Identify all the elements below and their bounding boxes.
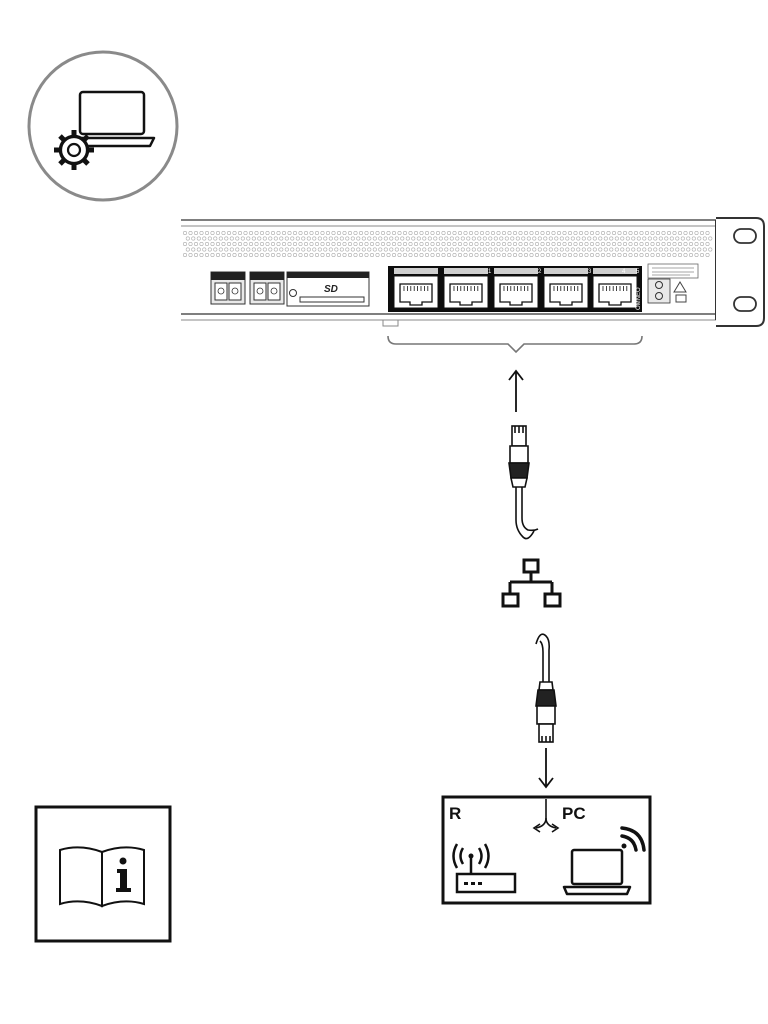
arrow-up-icon	[508, 369, 524, 412]
ethernet-port-5	[592, 268, 638, 309]
sd-card-slot: SD	[286, 271, 370, 307]
ethernet-cable-upper	[508, 425, 539, 540]
network-topology-icon	[501, 558, 562, 608]
ethernet-port-4	[543, 268, 589, 309]
wireless-router-icon	[452, 843, 517, 894]
ethernet-port-bank: 1 2 3 4 5 OMNEO	[388, 266, 642, 312]
branch-arrow-icon	[532, 799, 560, 833]
manual-info-icon	[34, 805, 172, 943]
rack-ear	[716, 217, 765, 327]
port-3-number: 3	[588, 269, 592, 275]
terminal-blocks	[210, 271, 285, 305]
port-2-number: 2	[538, 269, 542, 275]
port-bracket	[387, 335, 643, 354]
port-1-number: 1	[488, 269, 492, 275]
laptop-gear-icon	[27, 50, 179, 202]
router-label: R	[449, 804, 461, 823]
wireless-laptop-icon	[562, 826, 646, 896]
endpoint-box: R PC	[441, 795, 652, 905]
arrow-down-icon	[538, 748, 554, 789]
ethernet-port-2	[443, 268, 489, 309]
rack-device-front-panel: SD 1 2 3 4 5 OMNEO	[181, 217, 765, 354]
ventilation-grille	[183, 231, 713, 258]
ethernet-port-3	[493, 268, 539, 309]
port-4-number: 4	[622, 269, 626, 275]
pc-label: PC	[562, 804, 586, 823]
ethernet-cable-lower	[535, 633, 557, 743]
sd-logo: SD	[324, 284, 338, 295]
omneo-side-label: OMNEO	[636, 287, 642, 310]
status-label-area	[647, 263, 699, 304]
ethernet-port-1	[393, 268, 439, 309]
port-5-number: 5	[636, 269, 640, 275]
